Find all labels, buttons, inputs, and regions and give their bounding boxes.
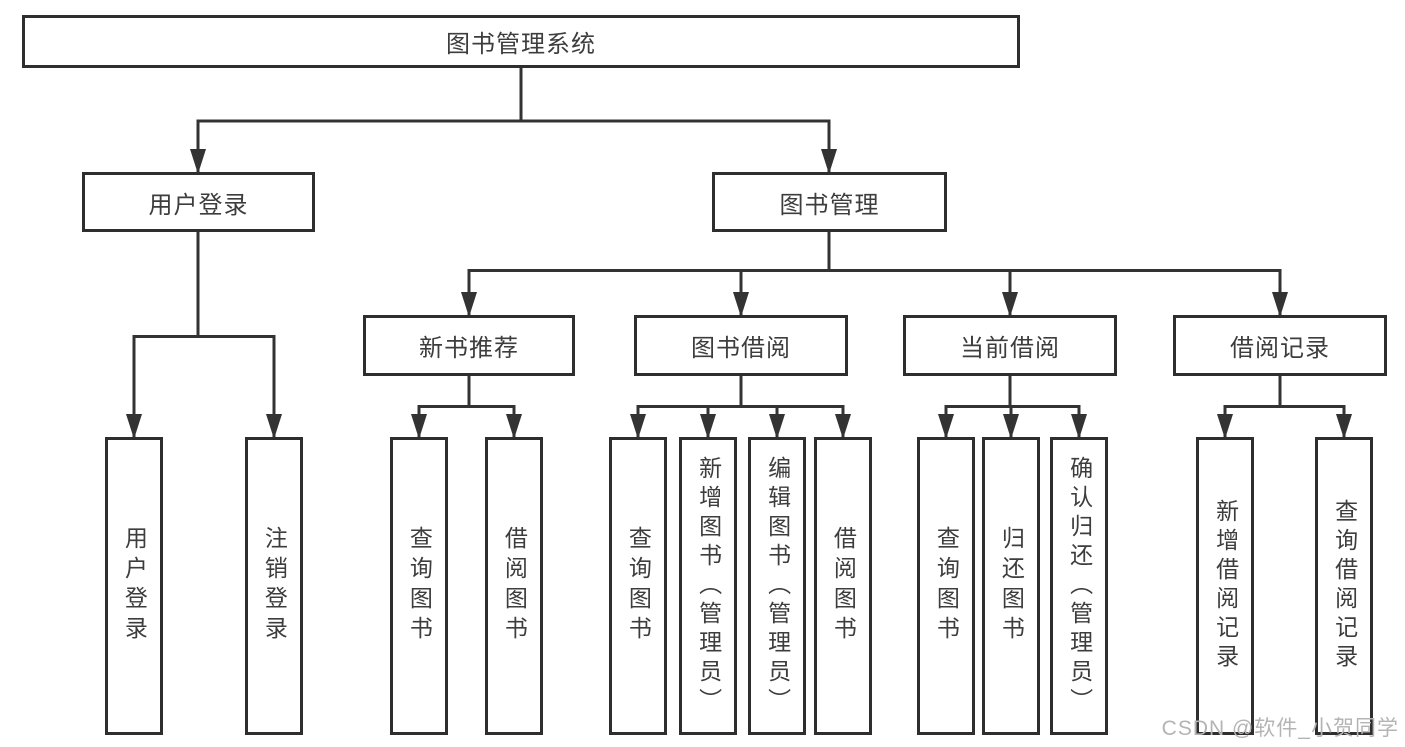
node-book-borrow-label: 图书借阅 — [691, 335, 791, 362]
leaf-confirm-return-admin-label: 确认归还（管理员） — [1066, 455, 1093, 717]
leaf-borrow-books-1-label: 借阅图书 — [501, 526, 528, 646]
node-book-borrow: 图书借阅 — [634, 315, 848, 376]
leaf-borrow-books-2: 借阅图书 — [814, 437, 872, 735]
leaf-query-borrow-record-label: 查询借阅记录 — [1331, 499, 1358, 673]
node-new-book-recommend: 新书推荐 — [363, 315, 575, 376]
leaf-add-borrow-record-label: 新增借阅记录 — [1212, 499, 1239, 673]
node-current-borrow-label: 当前借阅 — [960, 335, 1060, 362]
leaf-edit-books-admin-label: 编辑图书（管理员） — [764, 455, 791, 717]
node-root: 图书管理系统 — [22, 15, 1020, 68]
leaf-add-borrow-record: 新增借阅记录 — [1196, 437, 1254, 735]
leaf-query-books-3: 查询图书 — [917, 437, 975, 735]
leaf-query-books-1: 查询图书 — [390, 437, 448, 735]
leaf-return-books-label: 归还图书 — [998, 526, 1025, 646]
node-user-login: 用户登录 — [82, 172, 315, 232]
leaf-user-login: 用户登录 — [105, 437, 163, 735]
node-book-management-label: 图书管理 — [779, 191, 880, 219]
csdn-watermark: CSDN @软件_小贺同学 — [1161, 717, 1399, 740]
node-book-management: 图书管理 — [712, 172, 947, 232]
leaf-confirm-return-admin: 确认归还（管理员） — [1050, 437, 1108, 735]
leaf-query-books-2-label: 查询图书 — [625, 526, 652, 646]
leaf-add-books-admin: 新增图书（管理员） — [679, 437, 737, 735]
leaf-add-books-admin-label: 新增图书（管理员） — [695, 455, 722, 717]
node-current-borrow: 当前借阅 — [903, 315, 1117, 376]
leaf-query-borrow-record: 查询借阅记录 — [1315, 437, 1373, 735]
node-borrow-records-label: 借阅记录 — [1230, 335, 1330, 362]
leaf-return-books: 归还图书 — [982, 437, 1040, 735]
node-user-login-label: 用户登录 — [148, 191, 249, 219]
node-borrow-records: 借阅记录 — [1173, 315, 1387, 376]
leaf-logout-label: 注销登录 — [261, 526, 288, 646]
leaf-borrow-books-2-label: 借阅图书 — [830, 526, 857, 646]
leaf-borrow-books-1: 借阅图书 — [485, 437, 543, 735]
node-root-label: 图书管理系统 — [446, 31, 596, 58]
node-new-book-recommend-label: 新书推荐 — [419, 335, 519, 362]
leaf-query-books-2: 查询图书 — [609, 437, 667, 735]
leaf-edit-books-admin: 编辑图书（管理员） — [748, 437, 806, 735]
arrowheads — [126, 149, 1352, 439]
leaf-logout: 注销登录 — [245, 437, 303, 735]
leaf-query-books-1-label: 查询图书 — [406, 526, 433, 646]
leaf-user-login-label: 用户登录 — [121, 526, 148, 646]
leaf-query-books-3-label: 查询图书 — [933, 526, 960, 646]
